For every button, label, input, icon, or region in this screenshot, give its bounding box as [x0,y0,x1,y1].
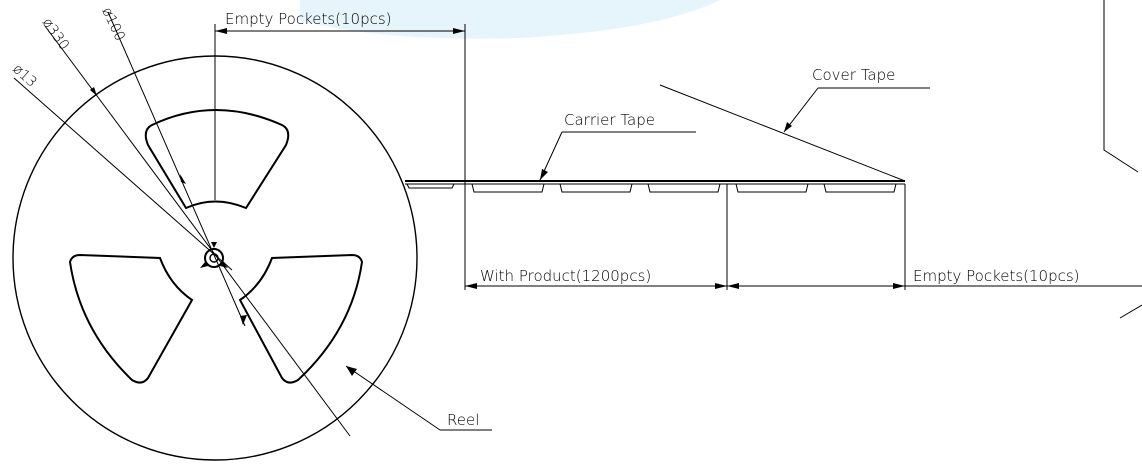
label-cover-tape: Cover Tape [812,66,895,84]
reel-window-left [68,253,194,384]
right-edge-outline [1103,0,1139,173]
label-d330: ø330 [39,15,72,53]
leader-d13 [13,77,233,271]
label-with-product: With Product(1200pcs) [480,267,651,285]
watermark-shape [300,0,720,39]
label-d100: ø100 [98,5,127,44]
leader-d100 [107,11,246,327]
dim-with-product [465,184,728,290]
diameter-leaders [13,11,351,437]
label-carrier-tape: Carrier Tape [564,111,655,129]
cover-tape [659,84,930,182]
tape-strip [405,180,905,193]
tape-pockets [406,183,897,193]
arrow-d13 [222,260,230,268]
reel-hub [204,248,224,268]
reel-window-right [238,253,364,384]
cover-tape-line [659,84,906,182]
dim-empty-pockets-top [214,24,466,290]
dim-empty-pockets-bottom [727,184,1142,290]
label-d13: ø13 [9,61,39,91]
arrow-d100 [180,174,186,184]
leader-d330 [44,25,351,437]
label-empty-pockets-top: Empty Pockets(10pcs) [225,10,392,28]
label-empty-pockets-bottom: Empty Pockets(10pcs) [913,267,1080,285]
reel-leader [345,365,492,431]
arrow-d100-end [240,315,247,325]
right-edge-stub [1119,304,1142,319]
arrow-d330 [90,87,97,96]
carrier-tape-leader [539,131,696,181]
reel-window-top [144,109,290,210]
label-reel: Reel [447,411,479,429]
reel-hub-tabs [200,242,228,268]
